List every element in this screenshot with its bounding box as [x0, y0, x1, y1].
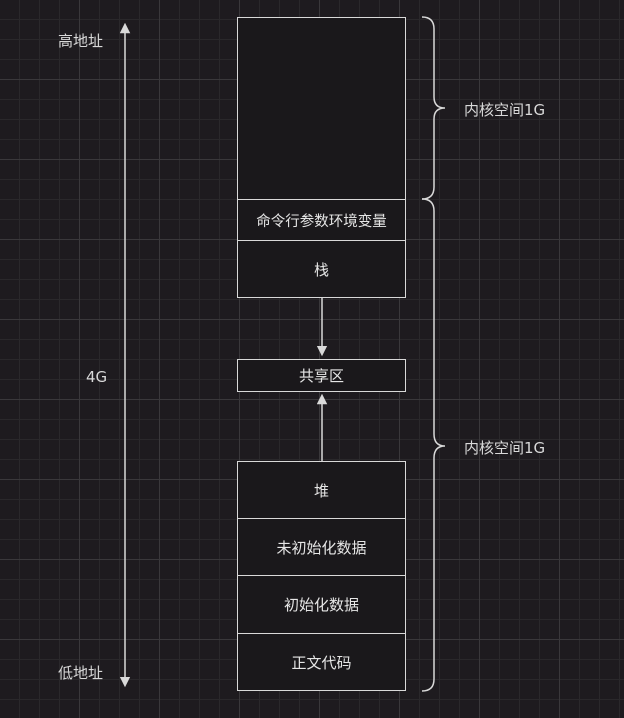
bss-block: 未初始化数据 [237, 518, 406, 576]
upper-brace-label: 内核空间1G [464, 101, 546, 119]
shared-region-block: 共享区 [237, 359, 406, 392]
lower-brace-label: 内核空间1G [464, 439, 546, 457]
data-block: 初始化数据 [237, 575, 406, 634]
size-4g-label: 4G [86, 368, 108, 386]
upper-brace [421, 16, 446, 200]
kernel-space-block [237, 17, 406, 200]
lower-brace [421, 198, 446, 692]
text-block: 正文代码 [237, 633, 406, 691]
stack-block: 栈 [237, 240, 406, 298]
high-address-label: 高地址 [58, 32, 104, 50]
heap-block: 堆 [237, 461, 406, 519]
cmdline-env-block: 命令行参数环境变量 [237, 199, 406, 241]
low-address-label: 低地址 [58, 664, 104, 682]
